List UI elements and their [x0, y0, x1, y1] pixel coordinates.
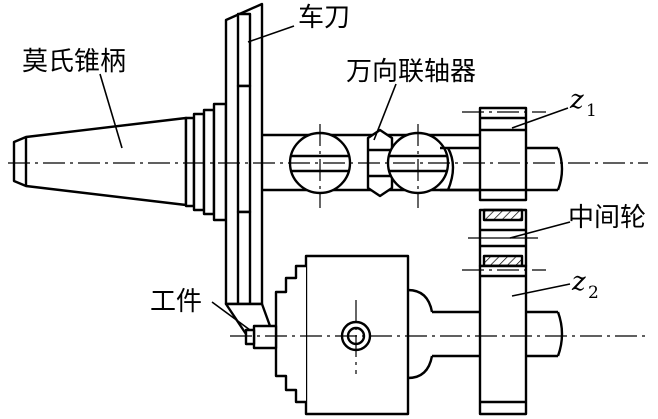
label-z2-subscript: 2 — [588, 283, 599, 303]
gear-z1 — [478, 106, 528, 202]
label-z1-subscript: 1 — [586, 101, 597, 121]
label-z1: z 1 — [569, 85, 597, 121]
label-morse-taper-shank: 莫氏锥柄 — [22, 47, 126, 77]
label-idler-gear: 中间轮 — [568, 203, 646, 233]
label-z2-symbol: z — [571, 267, 586, 297]
workpiece — [244, 324, 278, 350]
label-z2: z 2 — [571, 267, 599, 303]
label-workpiece: 工件 — [150, 287, 202, 317]
label-universal-joint: 万向联轴器 — [346, 57, 476, 87]
input-shaft — [440, 146, 564, 192]
workpiece-spindle — [407, 288, 564, 380]
chuck — [274, 254, 410, 416]
morse-taper-shank — [12, 102, 228, 222]
tool-holder-disc — [224, 2, 272, 336]
gear-z2 — [478, 264, 528, 416]
label-turning-tool: 车刀 — [298, 3, 350, 33]
idler-gear — [468, 208, 538, 268]
label-z1-symbol: z — [569, 85, 584, 115]
center-lines — [8, 111, 648, 374]
leader-lines — [99, 25, 571, 331]
